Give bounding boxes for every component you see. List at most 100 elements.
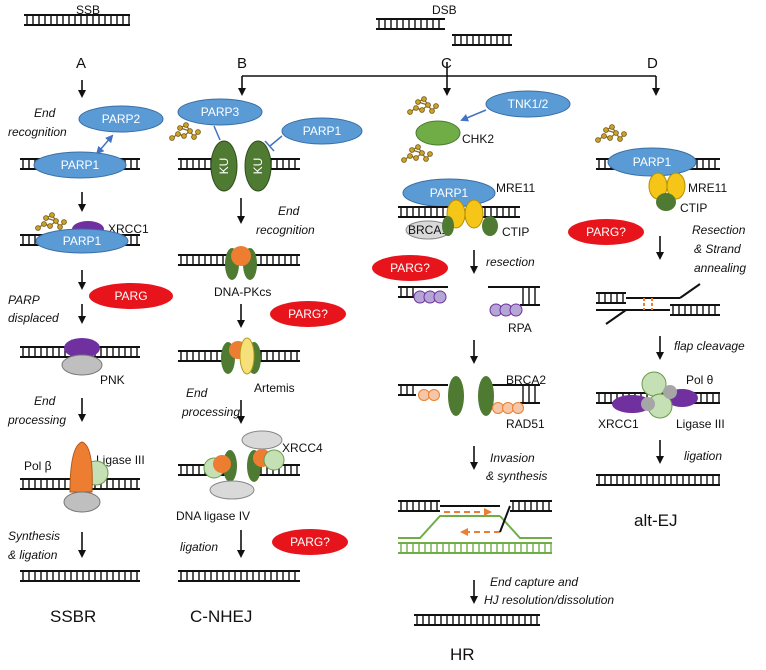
b-dnapkcs-label: DNA-PKcs [214, 285, 271, 299]
d-xrcc1-label: XRCC1 [598, 417, 639, 431]
a-parp2 [78, 105, 164, 133]
c-rad51-left [418, 389, 440, 401]
c-end-capture-2: HJ resolution/dissolution [484, 593, 614, 607]
d-flap: flap cleavage [674, 339, 745, 353]
dsb-branch [238, 62, 660, 96]
b-dna2-left [178, 254, 230, 266]
a-parp-displaced-1: PARP [8, 293, 40, 307]
c-brca1-label: BRCA1 [408, 223, 448, 237]
column-d-label: D [647, 55, 658, 72]
c-tnk [485, 90, 571, 118]
b-parp1-label: PARP1 [303, 124, 342, 138]
c-rad51-right [492, 402, 524, 414]
b-ku-2 [244, 140, 272, 192]
c-parg [372, 255, 448, 281]
b-parp1 [281, 117, 363, 145]
c-ssdna2-right [488, 384, 540, 404]
b-parg [270, 301, 346, 327]
b-ligation: ligation [180, 540, 218, 554]
column-a-label: A [76, 55, 86, 72]
d-mre11-label: MRE11 [688, 181, 727, 195]
c-par-chain-2 [401, 144, 433, 163]
a-pol-beta-base [63, 491, 101, 513]
c-par-chain-1 [407, 96, 439, 115]
a-dna-5 [20, 570, 140, 582]
b-parp3-label: PARP3 [201, 105, 240, 119]
c-brca2-label: BRCA2 [506, 373, 546, 387]
d-resection-3: annealing [694, 261, 746, 275]
c-ssdna-left [398, 286, 448, 298]
a-synthesis-1: Synthesis [8, 529, 60, 543]
b-ku-1 [210, 140, 238, 192]
a-ligase3-label: Ligase III [96, 453, 145, 467]
dsb-label: DSB [432, 3, 457, 17]
c-ssdna2-left [398, 384, 448, 396]
a-pnk-purple [64, 338, 100, 358]
a-par-chain [35, 212, 67, 231]
dsb-dna-left [376, 18, 445, 30]
c-rad51-label: RAD51 [506, 417, 545, 431]
column-c: TNK1/2 CHK2 PARP1 MRE11 BRCA1 CTIP PARG?… [372, 90, 614, 664]
d-polq-1 [641, 371, 667, 397]
a-xrcc1-label: XRCC1 [108, 222, 149, 236]
c-tnk-label: TNK1/2 [508, 97, 549, 111]
c-rpa-label: RPA [508, 321, 532, 335]
b-dnapkcs [231, 246, 251, 266]
d-final: alt-EJ [634, 511, 677, 530]
c-rpa-right [489, 303, 523, 317]
a-pol-beta [69, 441, 93, 493]
d-parp1-label: PARP1 [633, 155, 672, 169]
b-parg-2-label: PARG? [290, 535, 330, 549]
c-mre11-label: MRE11 [496, 181, 535, 195]
d-annealed [596, 283, 720, 325]
d-ligation: ligation [684, 449, 722, 463]
d-pol-theta-label: Pol θ [686, 373, 714, 387]
b-dnapkcs-3a [213, 455, 231, 473]
c-brca1-green [442, 216, 454, 236]
b-end-recognition-2: recognition [256, 223, 315, 237]
b-ku-2-label: KU [251, 158, 265, 175]
ssb-dna [24, 14, 130, 26]
a-pnk-label: PNK [100, 373, 125, 387]
d-mre11-b [666, 172, 686, 200]
c-dloop [398, 500, 552, 554]
c-end-capture-1: End capture and [490, 575, 578, 589]
a-end-processing-2: processing [7, 413, 66, 427]
d-ctip-label: CTIP [680, 201, 707, 215]
b-dna2-right [252, 254, 300, 266]
a-parp1-2-label: PARP1 [63, 234, 102, 248]
a-parp1-2 [35, 228, 129, 254]
a-end-recognition-2: recognition [8, 125, 67, 139]
d-ligase3-label: Ligase III [676, 417, 725, 431]
column-b-label: B [237, 55, 247, 72]
a-final: SSBR [50, 607, 96, 626]
a-pol-beta-label: Pol β [24, 459, 52, 473]
d-ann-right [670, 304, 720, 316]
b-par-chain [169, 122, 201, 141]
a-parp2-arrow [96, 134, 114, 155]
a-parp-displaced-2: displaced [8, 311, 59, 325]
c-brca2-b [478, 376, 494, 416]
b-dna-ligase4-label: DNA ligase IV [176, 509, 250, 523]
c-mre11-b [464, 199, 484, 229]
c-dna-final [414, 614, 540, 626]
b-xrcc4-label: XRCC4 [282, 441, 323, 455]
a-end-recognition-1: End [34, 106, 56, 120]
b-parp1-inhibit-bar [264, 140, 275, 152]
b-ku-1-label: KU [217, 158, 231, 175]
column-b: PARP3 PARP1 KU KU End recognition DNA-PK… [169, 98, 363, 626]
a-parp1-1 [33, 151, 127, 179]
c-invasion-1: Invasion [490, 451, 535, 465]
c-ctip-label: CTIP [502, 225, 529, 239]
a-parp2-label: PARP2 [102, 112, 141, 126]
c-resection: resection [486, 255, 535, 269]
a-parg-label: PARG [114, 289, 147, 303]
d-xrcc1 [612, 395, 652, 413]
b-parp3 [177, 98, 263, 126]
column-d: PARP1 MRE11 CTIP PARG? Resection & Stran… [568, 124, 746, 530]
c-parg-label: PARG? [390, 261, 430, 275]
b-artemis-label: Artemis [254, 381, 295, 395]
c-ctip [482, 216, 498, 236]
